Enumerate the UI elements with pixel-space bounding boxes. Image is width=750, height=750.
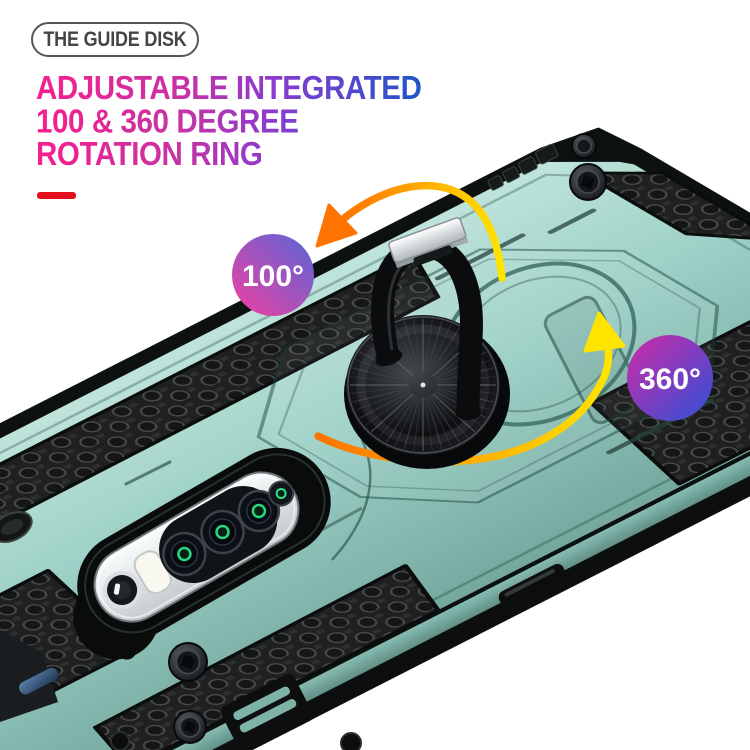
camera-lenses (162, 480, 295, 577)
angle-badge-100-label: 100° (242, 260, 304, 293)
screw-bolt (110, 731, 130, 750)
ring-stand-ring (371, 217, 483, 420)
phone-corner-glass (0, 630, 59, 722)
volume-buttons (487, 143, 559, 191)
page-title: ADJUSTABLE INTEGRATED 100 & 360 DEGREE R… (36, 72, 422, 171)
angle-badge-360-label: 360° (639, 363, 701, 396)
armor-panel-top (0, 252, 441, 655)
rotate-arrow-head (583, 311, 626, 353)
case-side-band (0, 347, 750, 750)
camera-flash-ring (103, 571, 142, 609)
port-oval (0, 510, 33, 544)
screw-bolt (340, 732, 362, 750)
screw-bolt (569, 163, 607, 201)
screw-bolt (173, 710, 207, 744)
camera-lens (237, 489, 281, 533)
camera-lens (162, 531, 207, 577)
ring-clip (388, 217, 469, 269)
camera-lens-small (268, 480, 295, 507)
screw-bolt (168, 642, 208, 682)
guide-disk-badge-label: THE GUIDE DISK (43, 27, 187, 51)
camera-module (73, 447, 331, 660)
title-line-1: ADJUSTABLE INTEGRATED (36, 69, 422, 107)
title-underline (37, 192, 76, 199)
side-button (498, 563, 565, 606)
screw-bolts (110, 133, 607, 750)
angle-badge-360: 360° (627, 335, 713, 421)
title-line-2: 100 & 360 DEGREE (36, 102, 299, 140)
guide-disk-badge: THE GUIDE DISK (31, 22, 199, 57)
camera-lens (200, 509, 245, 555)
armor-panel-bottom-right (588, 315, 750, 486)
title-line-3: ROTATION RING (36, 135, 263, 173)
flip-arrow-icon (315, 181, 506, 282)
screw-bolt (571, 133, 597, 159)
angle-badge-100: 100° (232, 234, 314, 316)
flip-arrow-head (315, 203, 358, 248)
armor-panel-right (580, 171, 750, 242)
grip-pad (220, 673, 314, 750)
